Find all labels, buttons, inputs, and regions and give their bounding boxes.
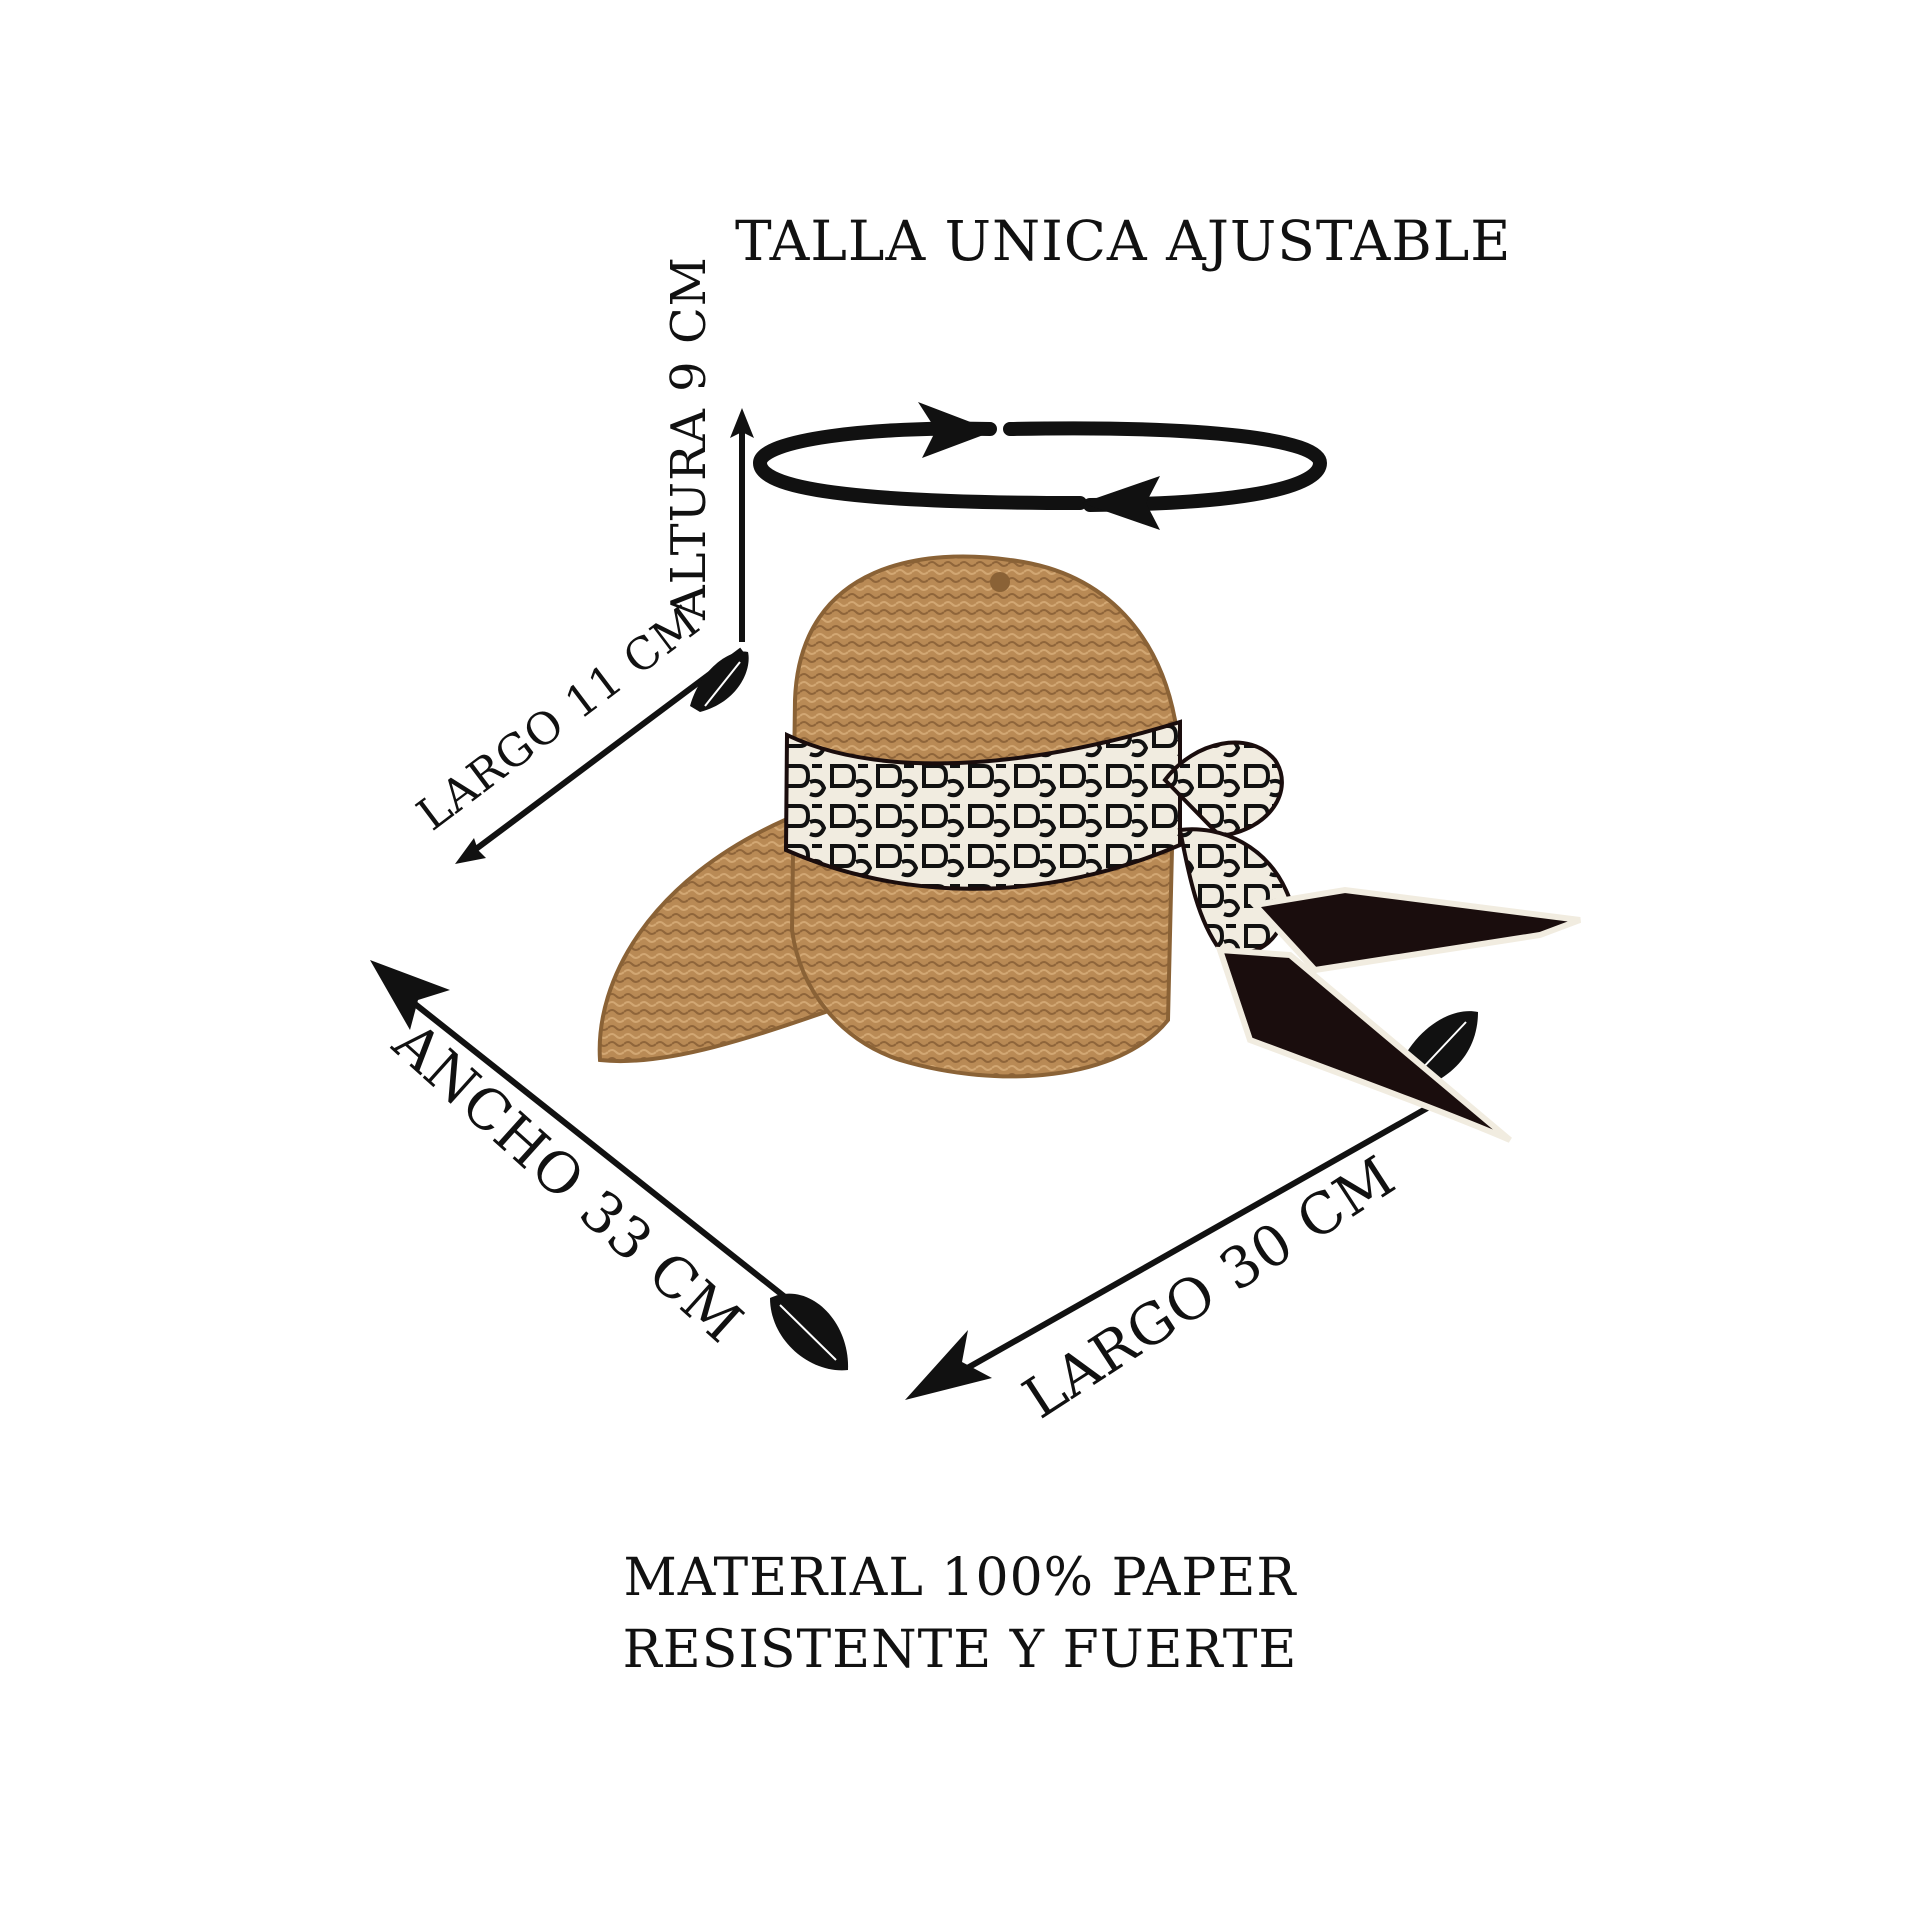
title-label: TALLA UNICA AJUSTABLE (735, 209, 1512, 273)
largo-small-label: LARGO 11 CM (408, 596, 709, 841)
height-arrow (730, 408, 754, 642)
circular-arrows-icon (752, 402, 1328, 530)
straw-hat (597, 554, 1582, 1143)
length-small-arrow (455, 647, 744, 864)
altura-label: ALTURA 9 CM (661, 256, 717, 621)
feather-icon (770, 1293, 849, 1371)
length-large-arrow (905, 1095, 1447, 1400)
width-arrow (370, 960, 797, 1308)
feather-icon (690, 651, 749, 712)
largo-large-label: LARGO 30 CM (1012, 1144, 1407, 1432)
material-line-1: MATERIAL 100% PAPER (623, 1548, 1297, 1608)
material-line-2: RESISTENTE Y FUERTE (622, 1620, 1298, 1680)
material-caption: MATERIAL 100% PAPER RESISTENTE Y FUERTE (0, 1542, 1920, 1686)
ancho-label: ANCHO 33 CM (380, 1009, 755, 1356)
